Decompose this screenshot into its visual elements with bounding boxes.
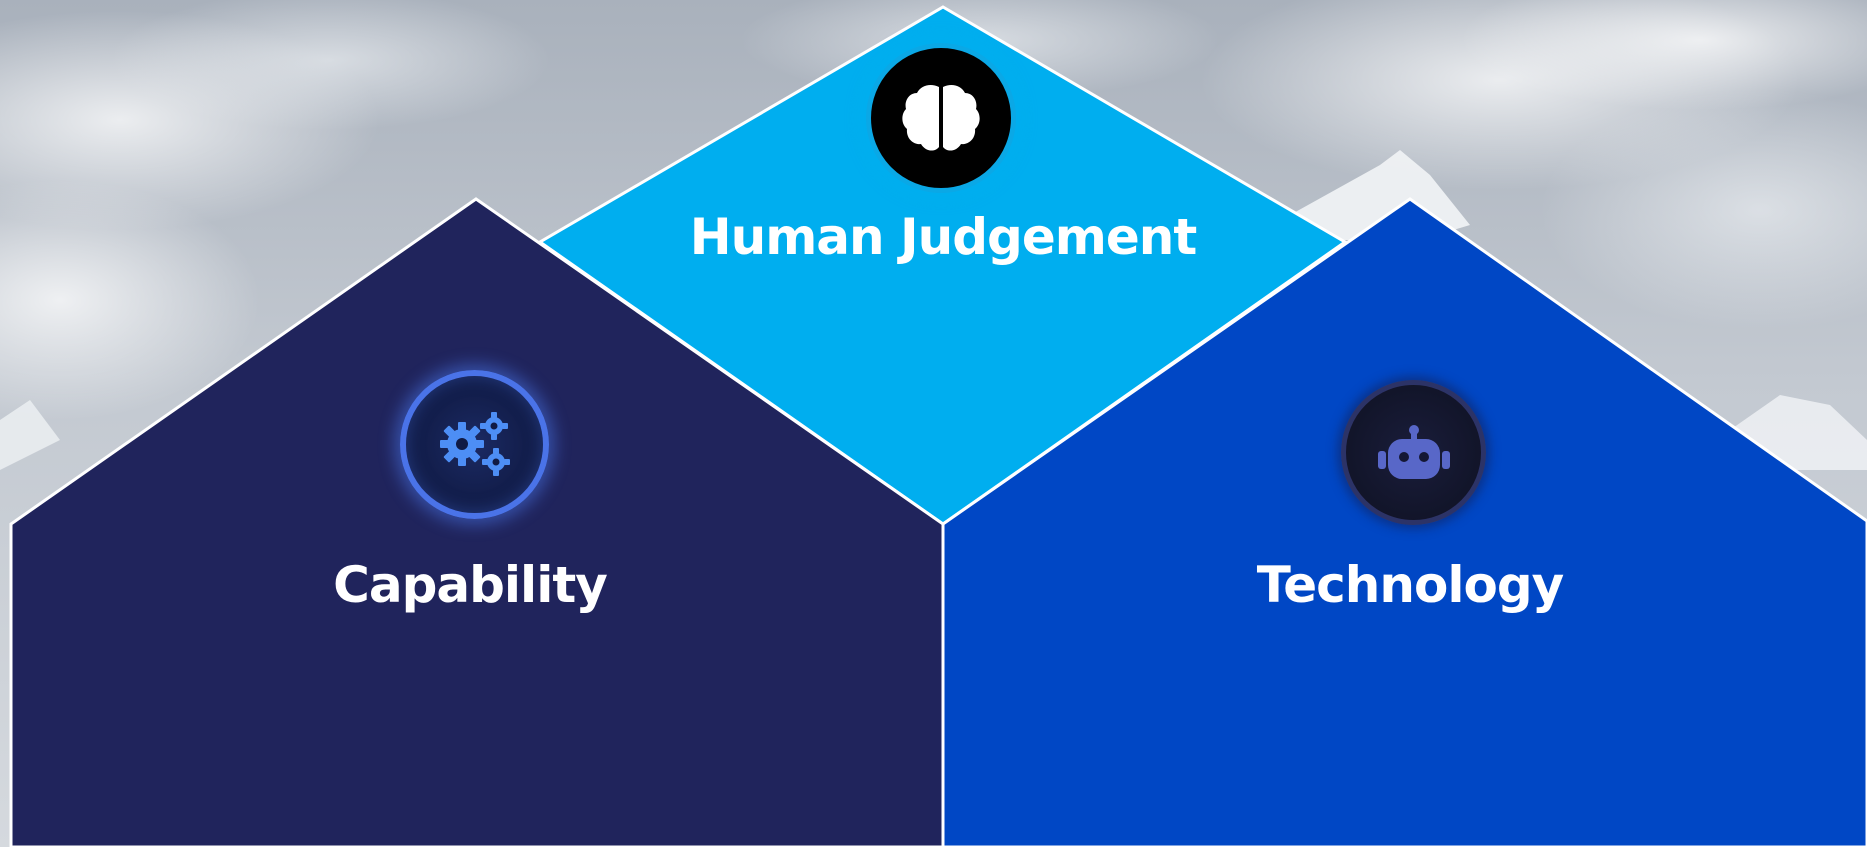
brain-icon [902, 85, 980, 151]
judgement-icon-badge [866, 43, 1016, 193]
capability-icon-badge [400, 370, 549, 519]
technology-title: Technology [1256, 556, 1564, 614]
capability-house-shape [9, 197, 945, 847]
robot-icon [1377, 424, 1450, 479]
technology-icon-badge [1341, 380, 1486, 525]
judgement-title: Human Judgement [689, 208, 1197, 266]
capability-title: Capability [333, 556, 608, 614]
gears-icon [439, 411, 510, 476]
